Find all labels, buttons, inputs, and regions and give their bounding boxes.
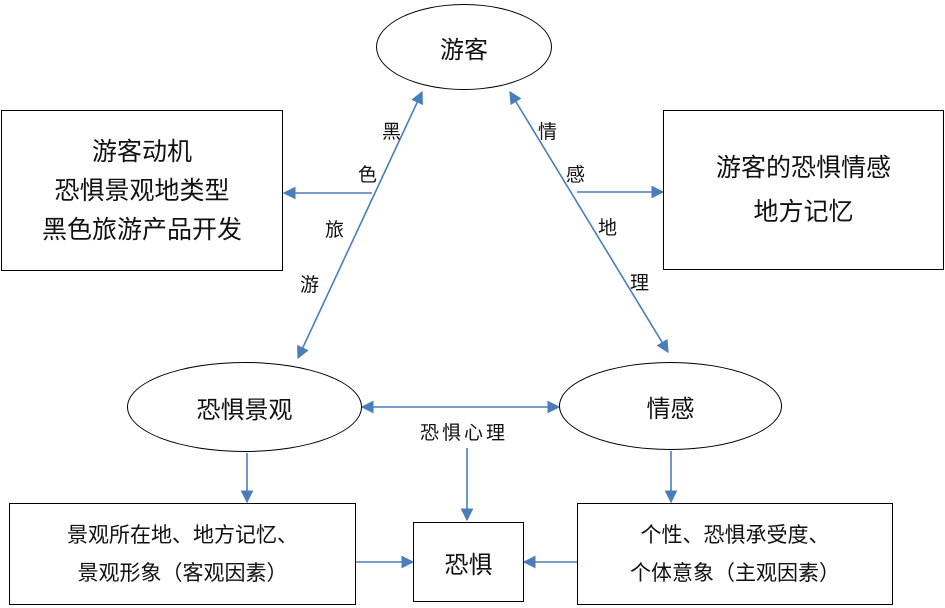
edge-label-dark-1: 黑 xyxy=(382,121,402,143)
box-top-left-line-3: 黑色旅游产品开发 xyxy=(41,215,242,244)
edge-label-geo-1: 情 xyxy=(538,121,558,143)
node-emotion-label: 情感 xyxy=(646,394,695,423)
box-top-left-line-1: 游客动机 xyxy=(91,137,192,166)
edge-label-fear-psychology: 恐惧心理 xyxy=(418,418,511,445)
edge-label-geo-2: 感 xyxy=(566,164,586,186)
edge-label-dark-2: 色 xyxy=(358,164,378,186)
box-top-left: 游客动机 恐惧景观地类型 黑色旅游产品开发 xyxy=(1,110,283,271)
node-fear-landscape-label: 恐惧景观 xyxy=(196,395,293,424)
node-emotion: 情感 xyxy=(559,362,782,450)
node-tourist-label: 游客 xyxy=(440,35,488,64)
box-bottom-left-line-1: 景观所在地、地方记忆、 xyxy=(67,523,298,547)
edge-label-dark-3: 旅 xyxy=(325,219,345,241)
box-bottom-right: 个性、恐惧承受度、 个体意象（主观因素） xyxy=(577,503,893,605)
box-bottom-right-line-2: 个体意象（主观因素） xyxy=(630,561,840,585)
node-fear-landscape: 恐惧景观 xyxy=(127,362,362,452)
box-bottom-right-line-1: 个性、恐惧承受度、 xyxy=(640,523,830,547)
edge-label-dark-4: 游 xyxy=(300,274,320,296)
box-top-right: 游客的恐惧情感 地方记忆 xyxy=(663,110,944,270)
box-top-right-line-1: 游客的恐惧情感 xyxy=(715,153,891,182)
edge-label-geo-4: 理 xyxy=(630,272,650,294)
edge-label-geo-3: 地 xyxy=(598,217,618,239)
box-bottom-left: 景观所在地、地方记忆、 景观形象（客观因素） xyxy=(9,503,356,605)
box-bottom-left-line-2: 景观形象（客观因素） xyxy=(77,561,288,585)
box-fear: 恐惧 xyxy=(413,522,524,602)
box-top-right-line-2: 地方记忆 xyxy=(753,197,854,226)
box-top-left-line-2: 恐惧景观地类型 xyxy=(54,176,230,205)
node-tourist: 游客 xyxy=(376,4,552,90)
box-fear-label: 恐惧 xyxy=(444,550,493,579)
arrow-tourist-fear-landscape xyxy=(297,90,423,360)
arrow-tourist-emotion xyxy=(509,90,669,354)
